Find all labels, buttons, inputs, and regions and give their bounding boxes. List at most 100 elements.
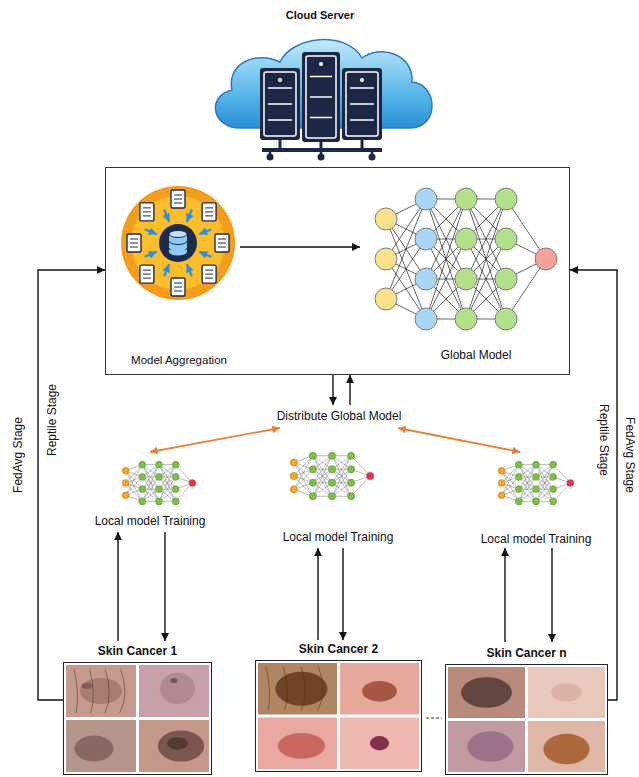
document-line bbox=[174, 203, 182, 204]
lesion bbox=[461, 677, 512, 708]
network-neuron bbox=[375, 248, 397, 270]
network-link bbox=[294, 469, 313, 489]
network-neuron bbox=[375, 288, 397, 310]
network-neuron bbox=[309, 479, 317, 487]
stage-label: Reptile Stage bbox=[45, 384, 59, 456]
server-frame bbox=[346, 72, 378, 136]
document-line bbox=[143, 207, 151, 208]
connector-arrow bbox=[117, 532, 118, 641]
skin-image bbox=[448, 721, 525, 772]
node-label: Local model Training bbox=[88, 514, 212, 529]
document-line bbox=[143, 274, 151, 275]
database-disc bbox=[159, 224, 197, 262]
inward-arrow bbox=[187, 264, 192, 276]
network-neuron bbox=[515, 473, 522, 480]
database-bottom bbox=[169, 249, 187, 256]
network-link bbox=[519, 465, 536, 502]
network-neuron bbox=[415, 268, 437, 290]
network-link bbox=[466, 199, 506, 319]
connector-arrow bbox=[504, 548, 505, 642]
network-link bbox=[553, 465, 570, 483]
node-label: Cloud Server bbox=[200, 8, 440, 23]
document-line bbox=[130, 247, 138, 248]
document-icon bbox=[140, 265, 154, 283]
image-frame bbox=[255, 660, 422, 772]
lesion bbox=[467, 731, 513, 762]
cloud-server: Cloud Server bbox=[200, 8, 440, 162]
network-neuron bbox=[532, 498, 539, 505]
network-link bbox=[426, 199, 466, 319]
connector-arrow bbox=[551, 548, 552, 642]
server-frame bbox=[264, 72, 296, 136]
network-neuron bbox=[415, 228, 437, 250]
network-neuron bbox=[495, 308, 517, 330]
server-slot bbox=[268, 87, 292, 89]
document-line bbox=[205, 278, 213, 279]
network-neuron bbox=[515, 461, 522, 468]
document-line bbox=[174, 199, 182, 200]
server-port bbox=[267, 154, 274, 161]
network-neuron bbox=[550, 473, 557, 480]
server-tower bbox=[260, 68, 300, 140]
hair bbox=[90, 669, 94, 713]
aggregation-ring bbox=[121, 186, 235, 300]
document-line bbox=[205, 215, 213, 216]
inward-arrow bbox=[145, 252, 157, 257]
skin-image bbox=[66, 665, 136, 717]
server-led bbox=[360, 78, 364, 82]
hair bbox=[105, 669, 109, 713]
network-neuron bbox=[455, 308, 477, 330]
hair bbox=[301, 667, 305, 711]
network-neuron bbox=[550, 486, 557, 493]
dataset-box: Skin Cancer 2 bbox=[255, 640, 422, 772]
hair bbox=[284, 667, 288, 711]
network-neuron bbox=[515, 486, 522, 493]
lesion bbox=[160, 673, 195, 704]
aggregation-disc bbox=[131, 196, 225, 290]
inward-arrow bbox=[199, 229, 211, 234]
network-neuron bbox=[347, 465, 355, 473]
document-line bbox=[205, 211, 213, 212]
network-neuron bbox=[515, 498, 522, 505]
skin-image bbox=[258, 718, 337, 770]
network-icon bbox=[375, 188, 557, 330]
skin-image bbox=[340, 663, 419, 715]
network-neuron bbox=[495, 268, 517, 290]
network-link bbox=[159, 465, 176, 502]
document-line bbox=[130, 239, 138, 240]
skin-tile bbox=[258, 663, 337, 715]
stage-label: FedAvg Stage bbox=[11, 417, 25, 493]
network-neuron bbox=[498, 467, 505, 474]
network-neuron bbox=[455, 268, 477, 290]
network-neuron bbox=[139, 498, 146, 505]
dataset-heading: Skin Cancer n bbox=[445, 646, 608, 661]
skin-tile bbox=[258, 718, 337, 770]
hair bbox=[266, 667, 270, 711]
network-neuron bbox=[139, 486, 146, 493]
inward-arrow bbox=[164, 210, 169, 222]
network-neuron bbox=[550, 461, 557, 468]
lesion bbox=[167, 737, 188, 749]
node-label: Local model Training bbox=[276, 530, 400, 545]
network-neuron bbox=[347, 479, 355, 487]
network-neuron bbox=[172, 498, 179, 505]
network-neuron bbox=[375, 208, 397, 230]
lesion bbox=[362, 681, 397, 702]
skin-tile bbox=[66, 665, 136, 717]
lesion bbox=[370, 736, 389, 750]
inward-arrow bbox=[164, 264, 169, 276]
skin-image bbox=[448, 667, 525, 718]
inward-arrow bbox=[199, 252, 211, 257]
network-link bbox=[332, 456, 351, 496]
document-line bbox=[174, 291, 182, 292]
document-line bbox=[174, 283, 182, 284]
network-link bbox=[313, 456, 332, 496]
hair bbox=[318, 667, 323, 711]
node-label: Local model Training bbox=[476, 532, 596, 547]
database-top bbox=[169, 231, 187, 238]
distribute-step: Distribute Global Model bbox=[262, 405, 416, 428]
connector-arrow bbox=[332, 375, 333, 405]
lesion bbox=[275, 672, 327, 706]
skin-image bbox=[528, 667, 605, 718]
skin-tile bbox=[448, 667, 525, 718]
